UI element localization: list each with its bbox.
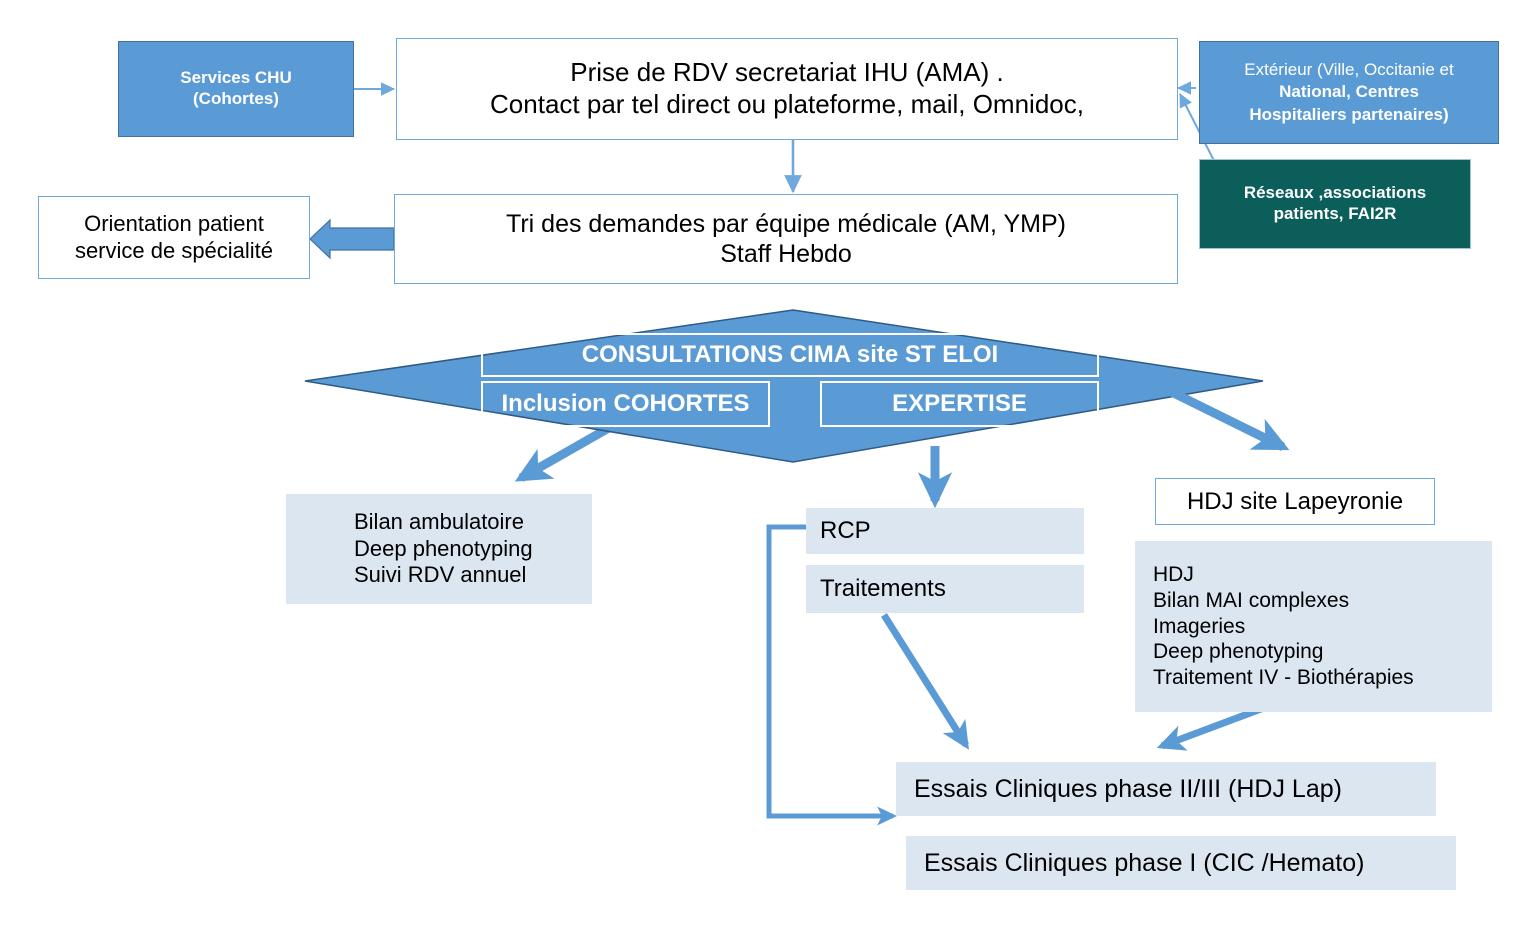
node-essais-phase-1[interactable]: Essais Cliniques phase I (CIC /Hemato) (906, 836, 1456, 890)
orientation-line1: Orientation patient (84, 210, 264, 236)
traitements-text: Traitements (820, 575, 946, 603)
node-hdj-site-lapeyronie[interactable]: HDJ site Lapeyronie (1155, 478, 1435, 525)
exterieur-line2: National, Centres (1279, 82, 1419, 102)
consultations-text: CONSULTATIONS CIMA site ST ELOI (581, 341, 999, 368)
node-exterieur[interactable]: Extérieur (Ville, Occitanie et National,… (1199, 41, 1499, 144)
label-inclusion-cohortes[interactable]: Inclusion COHORTES (481, 381, 770, 427)
connector-inclusion-to-bilan (514, 421, 617, 482)
essais-phase1-text: Essais Cliniques phase I (CIC /Hemato) (924, 848, 1365, 877)
node-rcp[interactable]: RCP (806, 508, 1084, 554)
label-consultations-cima[interactable]: CONSULTATIONS CIMA site ST ELOI (481, 333, 1099, 377)
hdj-details-line5: Traitement IV - Biothérapies (1153, 665, 1414, 689)
node-hdj-details[interactable]: HDJ Bilan MAI complexes Imageries Deep p… (1135, 541, 1492, 712)
label-expertise[interactable]: EXPERTISE (820, 381, 1099, 427)
services-chu-line1: Services CHU (180, 68, 292, 88)
essais-phase23-text: Essais Cliniques phase II/III (HDJ Lap) (914, 774, 1342, 803)
reseaux-line1: Réseaux ,associations (1243, 183, 1427, 203)
expertise-text: EXPERTISE (892, 390, 1027, 417)
tri-demandes-line2: Staff Hebdo (720, 240, 852, 268)
exterieur-line3: Hospitaliers partenaires) (1249, 104, 1449, 124)
node-traitements[interactable]: Traitements (806, 565, 1084, 613)
node-prise-rdv[interactable]: Prise de RDV secretariat IHU (AMA) . Con… (396, 38, 1178, 140)
services-chu-line2: (Cohortes) (193, 89, 279, 108)
connector-tri-to-orientation (309, 218, 395, 260)
connector-diamond-to-hdj (1125, 365, 1290, 452)
inclusion-cohortes-text: Inclusion COHORTES (501, 390, 750, 417)
node-bilan-ambulatoire[interactable]: Bilan ambulatoire Deep phenotyping Suivi… (286, 494, 592, 604)
orientation-line2: service de spécialité (74, 237, 274, 263)
hdj-details-line2: Bilan MAI complexes (1153, 589, 1350, 613)
bilan-line3: Suivi RDV annuel (354, 562, 527, 588)
hdj-details-line3: Imageries (1153, 614, 1246, 638)
node-essais-phase-2-3[interactable]: Essais Cliniques phase II/III (HDJ Lap) (896, 762, 1436, 816)
hdj-details-line1: HDJ (1153, 563, 1194, 587)
bilan-line1: Bilan ambulatoire (354, 508, 524, 534)
node-tri-demandes[interactable]: Tri des demandes par équipe médicale (AM… (394, 194, 1178, 284)
prise-rdv-line2: Contact par tel direct ou plateforme, ma… (490, 89, 1084, 119)
tri-demandes-line1: Tri des demandes par équipe médicale (AM… (506, 209, 1066, 238)
prise-rdv-line1: Prise de RDV secretariat IHU (AMA) . (570, 57, 1004, 88)
node-reseaux-associations[interactable]: Réseaux ,associations patients, FAI2R (1199, 159, 1471, 249)
node-orientation-patient[interactable]: Orientation patient service de spécialit… (38, 196, 310, 279)
bilan-line2: Deep phenotyping (354, 535, 533, 561)
hdj-site-text: HDJ site Lapeyronie (1186, 487, 1404, 515)
reseaux-line2: patients, FAI2R (1273, 204, 1397, 223)
hdj-details-line4: Deep phenotyping (1153, 640, 1324, 664)
node-services-chu[interactable]: Services CHU (Cohortes) (118, 41, 354, 137)
rcp-text: RCP (820, 517, 871, 545)
connector-traitements-to-essais23 (881, 613, 969, 750)
exterieur-line1: Extérieur (Ville, Occitanie et (1244, 60, 1454, 80)
